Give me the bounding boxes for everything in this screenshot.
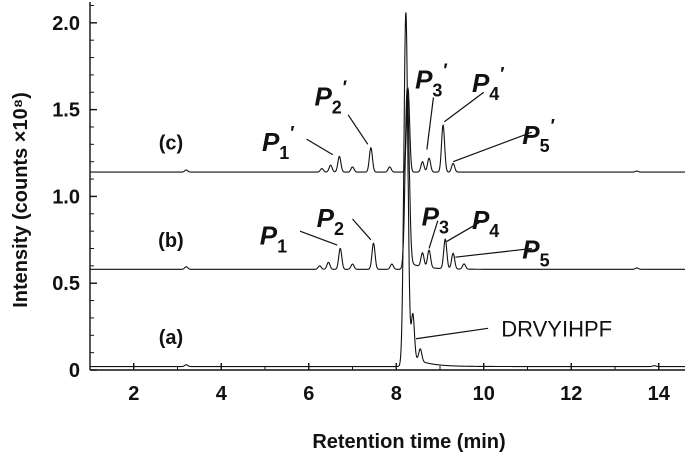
peak-label: P1 [260,221,287,257]
peak-label: P5′ [522,116,555,156]
peak-label: P2 [317,203,344,239]
x-tick-label: 4 [216,383,228,405]
trace-label: (b) [158,230,184,252]
x-tick-label: 10 [473,383,495,405]
x-tick-label: 2 [128,383,139,405]
x-axis-label: Retention time (min) [312,431,505,453]
x-tick-label: 12 [560,383,582,405]
trace-label: (c) [159,133,183,155]
annotation-leader-line [452,131,533,163]
annotation-leader-line [426,97,435,150]
peak-label: P2′ [314,78,347,118]
annotation-leader-line [347,114,369,145]
annotation-leader-line [306,138,334,156]
annotation-leader-line [299,230,338,246]
plot-area: 0 0.5 1.0 1.5 2.0 2 4 6 8 10 12 14 (a) (b) (c) DRVYIHPF… [52,2,685,405]
series-line-b [90,88,685,270]
y-axis-label: Intensity (counts ×10⁸) [10,92,32,308]
x-tick-label: 8 [391,383,402,405]
x-tick-label: 14 [648,383,671,405]
y-tick-label: 0.5 [52,273,80,295]
y-tick-label: 0 [69,360,80,382]
annotation-leader-line [415,327,489,340]
annotation-leader-line [444,91,485,123]
peak-label: P4′ [472,64,505,104]
annotation-leader-line [428,220,439,249]
trace-label: (a) [159,327,183,349]
peak-label: P3 [422,202,449,238]
y-tick-label: 2.0 [52,13,80,35]
peak-label: P1′ [262,123,295,163]
peak-label: P4 [472,205,499,241]
peptide-label: DRVYIHPF [501,316,612,341]
y-axis-title: Intensity (counts ×10⁸) [10,92,32,308]
y-tick-label: 1.0 [52,186,80,208]
series-line-a [90,12,685,368]
y-tick-label: 1.5 [52,100,80,122]
annotation-leader-line [455,247,532,258]
x-tick-label: 6 [303,383,314,405]
annotation-leader-line [352,218,372,241]
peak-label: P3′ [415,60,448,100]
peak-label: P5 [522,234,549,270]
series-line-c [90,86,685,173]
annotation-leader-line [446,221,480,243]
